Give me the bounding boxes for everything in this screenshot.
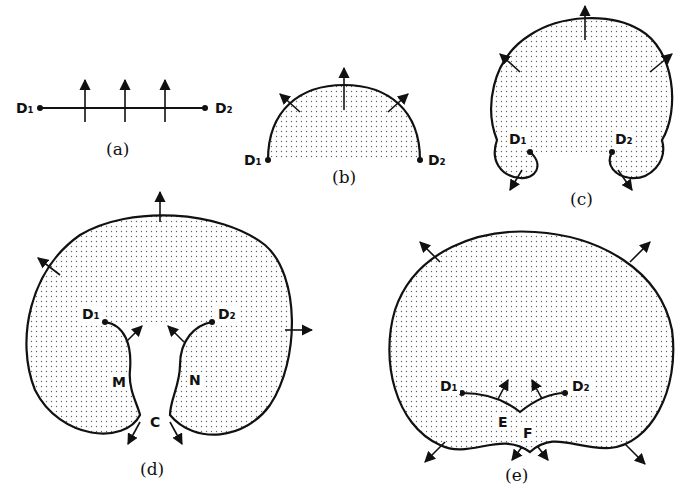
panel-caption: (c) xyxy=(568,190,595,209)
point-label: D₂ xyxy=(216,306,238,322)
point-label: D₁ xyxy=(80,306,102,322)
point-label: D₂ xyxy=(613,131,635,147)
point-label: N xyxy=(187,372,203,388)
panel-caption: (b) xyxy=(330,168,358,187)
point-label: D₁ xyxy=(438,378,460,394)
point-label: E xyxy=(496,414,510,430)
point-label: F xyxy=(521,425,535,441)
point-label: D₂ xyxy=(426,152,448,168)
point-label: D₂ xyxy=(213,100,235,116)
point-label: M xyxy=(110,374,128,390)
panel-caption: (e) xyxy=(503,466,530,485)
point-label: D₂ xyxy=(570,378,592,394)
point-label: D₁ xyxy=(242,152,264,168)
point-label: D₁ xyxy=(507,131,529,147)
panel-caption: (d) xyxy=(138,460,166,479)
point-label: C xyxy=(148,414,162,430)
panel-caption: (a) xyxy=(104,140,131,159)
point-label: D₁ xyxy=(14,100,36,116)
